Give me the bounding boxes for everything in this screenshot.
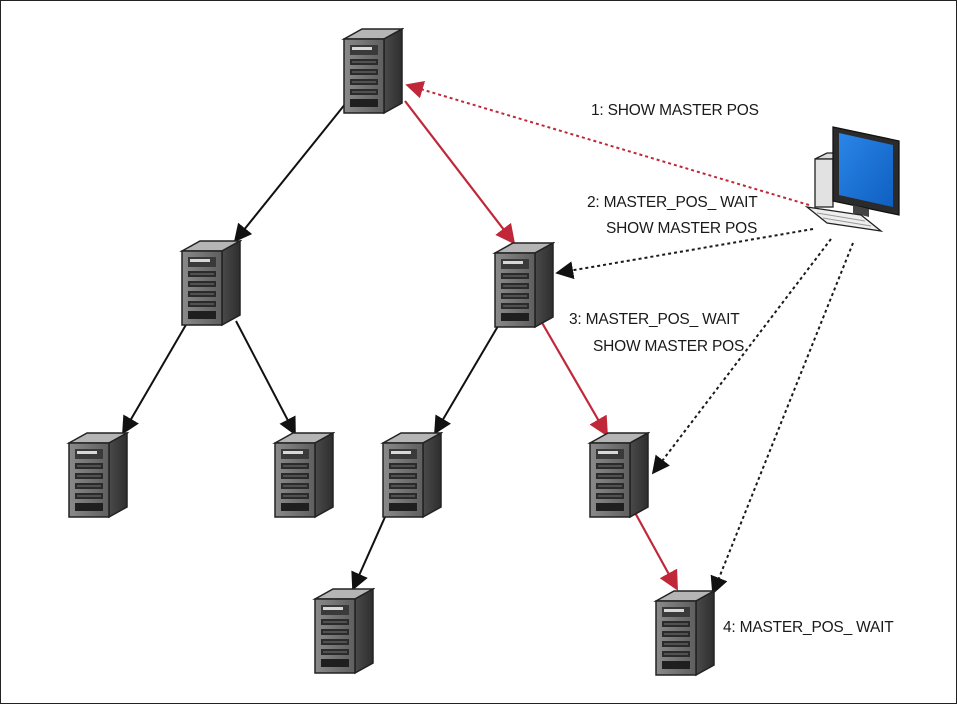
call-step-2 [555,228,814,280]
keyboard-row [816,212,866,222]
label-step-1: 1: SHOW MASTER POS [591,102,759,119]
call-step-4 [710,242,854,595]
client-workstation-icon [804,126,900,232]
server-icon [274,432,334,518]
server-leaf-2 [274,432,334,518]
sync-edge-master-to-right-relay [404,100,516,245]
sync-path [404,100,678,591]
edge-left-relay-to-leaf-2 [235,320,296,436]
label-step-4: 4: MASTER_POS_ WAIT [723,619,894,636]
server-icon [494,242,554,328]
replication-edges [122,102,502,591]
server-leaf-1 [68,432,128,518]
server-leaf-5 [314,588,374,674]
server-icon [655,590,715,676]
server-target [655,590,715,676]
server-icon [314,588,374,674]
server-relay-2 [589,432,649,518]
call-step-3 [651,238,832,475]
client-calls [405,81,854,595]
label-step-2-line-2: SHOW MASTER POS [606,220,757,237]
label-step-3-line-2: SHOW MASTER POS [593,338,744,355]
keyboard-row [822,217,872,227]
server-icon [343,28,403,114]
server-left-relay [181,240,241,326]
edge-left-relay-to-leaf-1 [122,322,188,435]
call-step-1 [405,81,810,206]
server-icon [181,240,241,326]
server-icon [68,432,128,518]
server-icon [589,432,649,518]
edge-leaf-3-to-leaf-5 [351,516,386,591]
label-step-3-line-1: 3: MASTER_POS_ WAIT [569,311,740,328]
server-leaf-3 [382,432,442,518]
server-master [343,28,403,114]
server-right-relay [494,242,554,328]
label-step-2-line-1: 2: MASTER_POS_ WAIT [587,194,758,211]
monitor-screen [839,133,893,207]
edge-master-to-left-relay [233,102,347,243]
tower-front [814,158,834,208]
keyboard-icon [804,206,884,232]
sync-edge-right-relay-to-relay-2 [540,320,608,437]
edge-right-relay-to-leaf-3 [434,320,502,435]
sync-edge-relay-2-to-target [632,508,678,591]
server-icon [382,432,442,518]
